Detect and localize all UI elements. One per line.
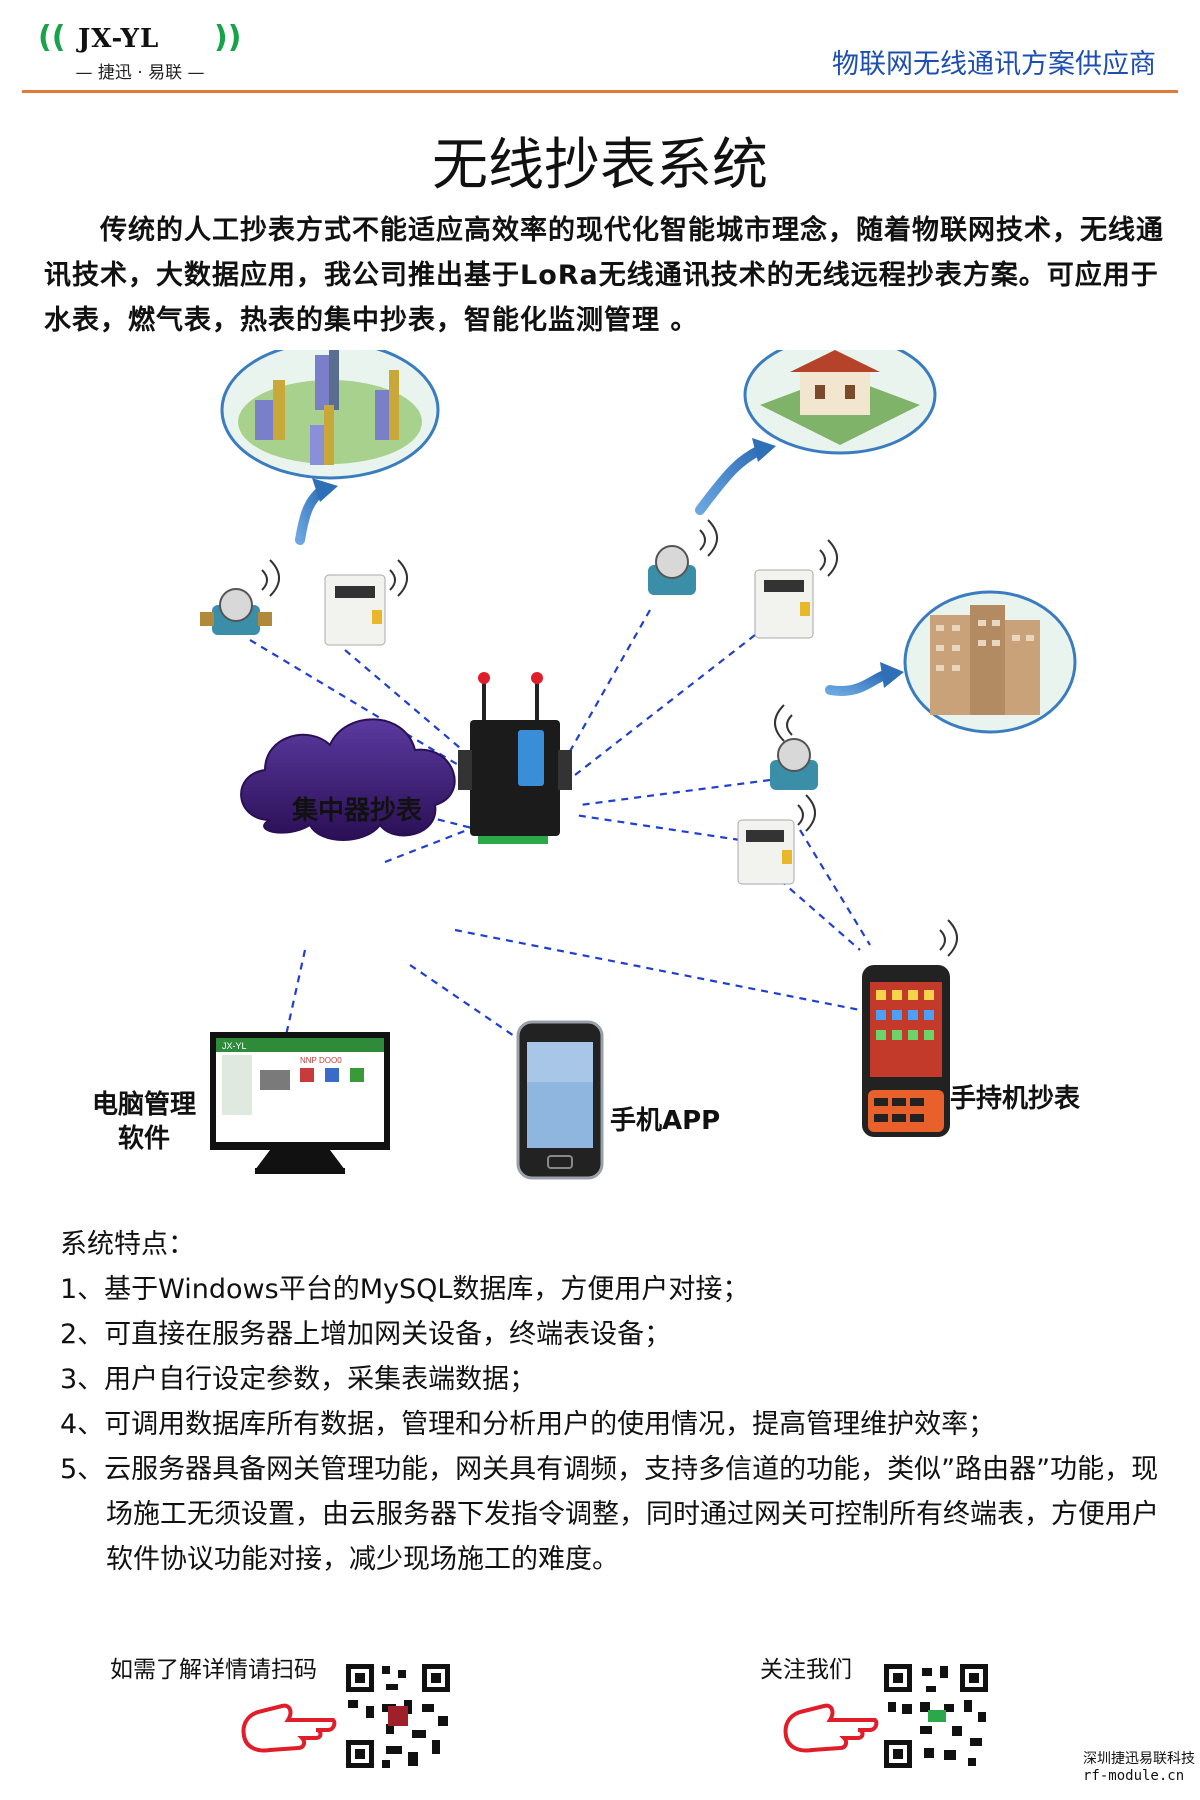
monitor-icon bbox=[210, 1032, 390, 1174]
signal-left-icon: (( bbox=[38, 20, 66, 55]
gas-meter-icon bbox=[754, 569, 814, 639]
gas-meter-icon bbox=[737, 819, 795, 885]
header-divider bbox=[22, 90, 1178, 93]
features-title: 系统特点： bbox=[60, 1229, 195, 1260]
page-title: 无线抄表系统 bbox=[432, 133, 768, 198]
feature-item: 1、基于Windows平台的MySQL数据库，方便用户对接； bbox=[60, 1274, 750, 1305]
feature-item: 2、可直接在服务器上增加网关设备，终端表设备； bbox=[60, 1319, 672, 1350]
concentrator-label: 集中器抄表 bbox=[292, 796, 423, 826]
water-meter-icon bbox=[200, 588, 272, 635]
pc-software-label: 电脑管理 软件 bbox=[84, 1088, 204, 1156]
header: (( )) JX-YL — 捷迅 · 易联 — 物联网无线通讯方案供应商 bbox=[0, 0, 1200, 95]
house-icon bbox=[743, 350, 937, 455]
water-meter-icon bbox=[648, 545, 696, 595]
feature-item: 3、用户自行设定参数，采集表端数据； bbox=[60, 1364, 537, 1395]
logo-subtitle: — 捷迅 · 易联 — bbox=[75, 63, 205, 83]
signal-right-icon: )) bbox=[214, 20, 242, 55]
feature-item: 5、云服务器具备网关管理功能，网关具有调频，支持多信道的功能，类似”路由器”功能… bbox=[60, 1454, 1159, 1575]
cloud-label: 云服务器 bbox=[298, 910, 418, 945]
monitor-banner: NNP DOO0 bbox=[300, 1056, 342, 1065]
handheld-icon bbox=[862, 965, 950, 1137]
system-diagram: JX-YL NNP DOO0 bbox=[200, 350, 1077, 1180]
follow-us-text: 关注我们 bbox=[760, 1657, 852, 1683]
handheld-label: 手持机抄表 bbox=[950, 1084, 1081, 1114]
phone-app-label: 手机APP bbox=[610, 1106, 721, 1136]
company-tagline: 物联网无线通讯方案供应商 bbox=[832, 49, 1156, 80]
water-meter-icon bbox=[770, 738, 818, 790]
pc-label-line1: 电脑管理 bbox=[91, 1090, 196, 1120]
website-url[interactable]: rf-module.cn bbox=[1083, 1768, 1185, 1784]
pointing-hand-icon bbox=[783, 1703, 879, 1753]
feature-item: 4、可调用数据库所有数据，管理和分析用户的使用情况，提高管理维护效率； bbox=[60, 1409, 996, 1440]
logo-text: JX-YL bbox=[78, 24, 160, 54]
dashed-links bbox=[249, 609, 871, 1041]
smartphone-icon bbox=[516, 1020, 604, 1180]
wifi-signal-icon bbox=[261, 519, 958, 957]
intro-paragraph: 传统的人工抄表方式不能适应高效率的现代化智能城市理念，随着物联网技术，无线通讯技… bbox=[44, 215, 1164, 336]
apartment-building-icon bbox=[903, 590, 1077, 734]
qr-code-icon[interactable] bbox=[880, 1660, 992, 1772]
city-buildings-icon bbox=[220, 350, 440, 480]
company-name-footer: 深圳捷迅易联科技 bbox=[1083, 1751, 1195, 1767]
qr-code-icon[interactable] bbox=[342, 1660, 454, 1772]
monitor-logo: JX-YL bbox=[222, 1041, 247, 1051]
scan-qr-text: 如需了解详情请扫码 bbox=[110, 1657, 317, 1683]
gas-meter-icon bbox=[324, 574, 386, 646]
features-section: 系统特点： 1、基于Windows平台的MySQL数据库，方便用户对接； 2、可… bbox=[60, 1222, 1160, 1582]
pointing-hand-icon bbox=[241, 1703, 337, 1753]
concentrator-icon bbox=[458, 672, 572, 844]
pc-label-line2: 软件 bbox=[117, 1124, 170, 1154]
cloud-icon bbox=[240, 718, 456, 841]
